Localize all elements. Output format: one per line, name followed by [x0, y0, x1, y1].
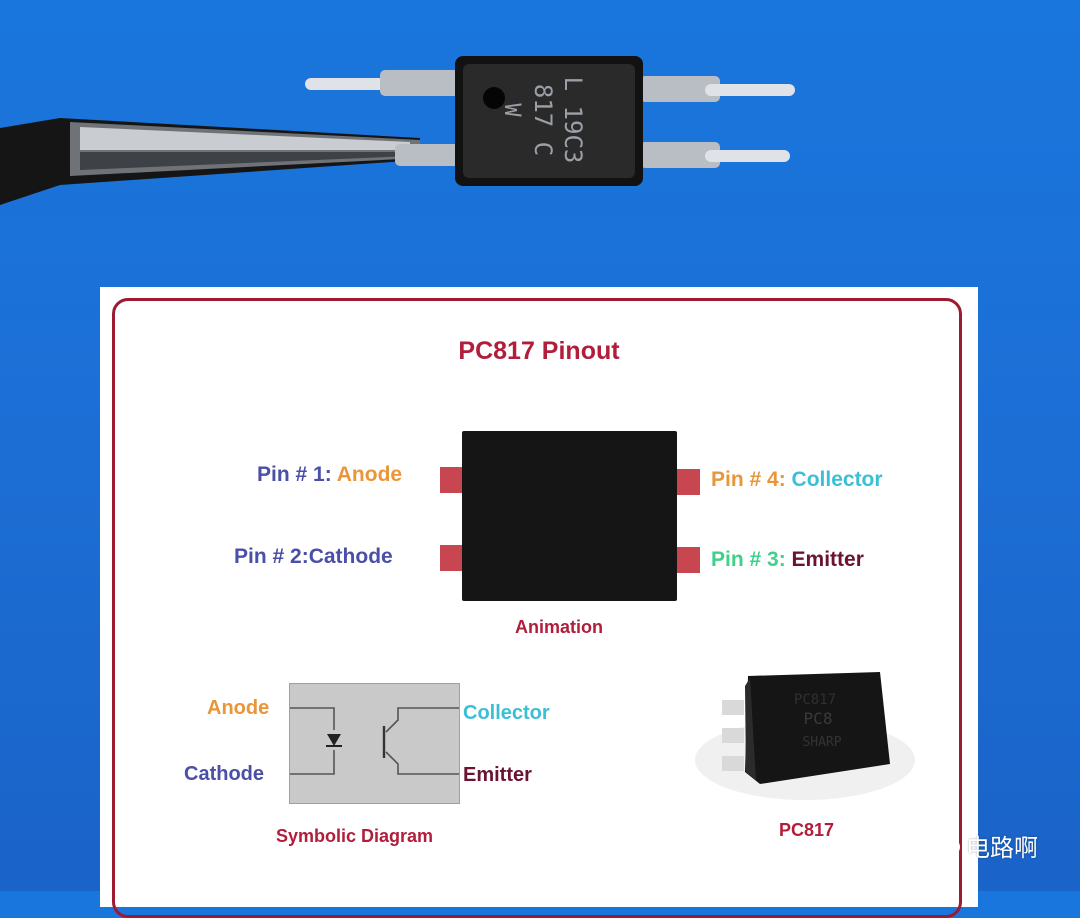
animation-caption: Animation — [515, 617, 603, 637]
card-frame — [112, 298, 962, 918]
pin4-prefix: Pin # 4: — [711, 468, 786, 491]
component-photo: L 19C3 817 C W — [0, 56, 795, 205]
chip-caption: PC817 — [779, 820, 835, 840]
pin1-prefix: Pin # 1: — [257, 463, 332, 486]
pin1-label: Pin # 1: Anode — [257, 463, 402, 487]
card-title: PC817 Pinout — [458, 337, 620, 365]
symbolic-anode-label: Anode — [207, 697, 270, 719]
marking-line2: 817 C — [529, 84, 557, 156]
symbolic-emitter-label: Emitter — [463, 764, 532, 786]
pin3-prefix: Pin # 3: — [711, 548, 786, 571]
watermark-text: 电路啊 — [966, 834, 1038, 862]
marking-line1: L 19C3 — [559, 77, 587, 164]
led-triangle — [327, 734, 341, 746]
chip-marking-line1: PC817 — [794, 692, 836, 708]
chip-marking-line3: SHARP — [802, 735, 841, 750]
pin3-name: Emitter — [791, 548, 864, 571]
pinout-card: PC817 Pinout Pin # 1: Anode Pin # 2:Cath… — [100, 287, 978, 918]
phototransistor-symbol — [382, 707, 459, 775]
pin2-prefix: Pin # 2: — [234, 545, 309, 568]
pin4-name: Collector — [791, 468, 883, 491]
symbolic-diagram — [289, 683, 460, 804]
pc817-chip-photo: PC817 PC8 SHARP — [695, 672, 915, 800]
ic-package-animation — [462, 431, 677, 601]
pin1-name: Anode — [336, 463, 403, 486]
pin4-label: Pin # 4: Collector — [711, 468, 883, 492]
chip-marking-line2: PC8 — [804, 709, 833, 728]
pin1-dot — [483, 87, 505, 109]
symbolic-caption: Symbolic Diagram — [276, 826, 434, 846]
component-leads — [305, 70, 795, 168]
wechat-icon — [921, 828, 960, 858]
pin3-label: Pin # 3: Emitter — [711, 548, 864, 572]
symbolic-collector-label: Collector — [463, 702, 550, 724]
pin2-label: Pin # 2:Cathode — [234, 545, 393, 569]
symbolic-cathode-label: Cathode — [184, 763, 264, 785]
tweezers — [0, 118, 420, 205]
pin2-name: Cathode — [308, 545, 393, 568]
marking-line3: W — [499, 103, 524, 117]
